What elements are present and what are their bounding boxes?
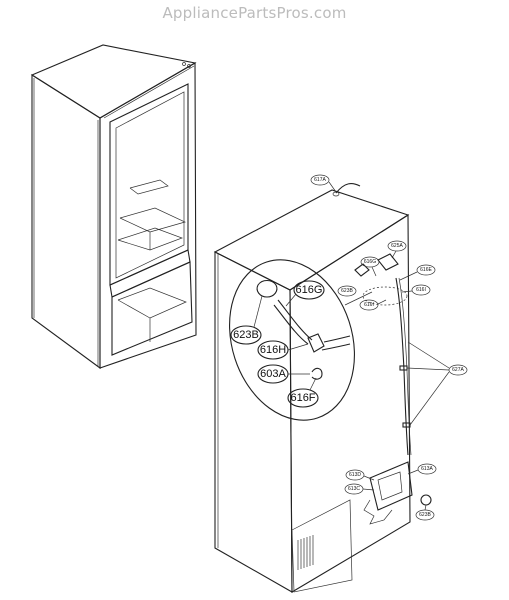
callout-613A-label: 613A — [421, 466, 433, 472]
callout-627A: 627A — [406, 341, 468, 426]
callout-616E: 616E — [399, 264, 436, 281]
fridge-shelf-lower — [119, 207, 186, 233]
callout-616G-top: 616G — [360, 256, 380, 277]
callout-613A: 613A — [407, 463, 437, 475]
callout-623B-label: 623B — [233, 329, 259, 341]
callout-616G-label: 616G — [296, 284, 323, 296]
callout-616H: 616H — [257, 340, 309, 360]
valve-bracket-lower — [363, 499, 393, 525]
vent-grille — [297, 535, 314, 570]
power-cord — [335, 183, 361, 194]
inlet-fitting — [354, 263, 370, 277]
tube-clip — [311, 367, 323, 380]
callout-617A: 617A — [310, 174, 337, 193]
callout-616I-top: 616I — [401, 284, 431, 296]
valve-grommet — [256, 279, 278, 298]
fridge-shelf — [129, 179, 169, 195]
callout-616G: 616G — [285, 280, 325, 307]
tube-coupling — [307, 333, 325, 353]
callout-623B-low: 623B — [415, 504, 435, 521]
refrigerator-front-view — [30, 44, 197, 370]
callout-613D-label: 613D — [349, 472, 361, 478]
callout-627A-label: 627A — [452, 367, 464, 373]
callout-623B-top: 623B — [337, 285, 357, 297]
callout-616E-label: 616E — [420, 267, 432, 273]
callout-603A: 603A — [257, 364, 310, 384]
compartment-divider — [109, 249, 191, 298]
detail-ellipse — [229, 259, 355, 421]
freezer-basket — [117, 287, 187, 319]
callout-625A: 625A — [387, 240, 407, 259]
cabinet-back-face — [289, 214, 411, 593]
callout-616G-top-label: 616G — [364, 259, 376, 265]
machine-compartment-cover — [291, 499, 353, 593]
callout-623B-top-label: 623B — [341, 288, 353, 294]
callout-617A-label: 617A — [314, 177, 326, 183]
valve-bracket — [377, 253, 399, 271]
outlet-tube — [323, 335, 351, 343]
cabinet-top-face — [213, 189, 410, 291]
callout-625A-label: 625A — [391, 243, 403, 249]
callout-623B-low-label: 623B — [419, 512, 431, 518]
watermark-text: AppliancePartsPros.com — [162, 4, 347, 22]
detail-area-marker — [362, 286, 408, 306]
callout-616F: 616F — [287, 377, 319, 408]
callout-616I-mid: 616I — [359, 299, 387, 311]
fridge-top-face — [30, 44, 197, 119]
water-valve-assembly — [369, 461, 413, 511]
refrigerator-rear-view — [213, 183, 432, 593]
detail-bubble — [229, 259, 373, 421]
callout-613C-label: 613C — [348, 486, 360, 492]
fridge-front-frame — [99, 62, 197, 369]
callout-616F-label: 616F — [290, 392, 315, 404]
crisper-cover — [117, 227, 184, 251]
callout-616I-mid-label: 616I — [364, 302, 374, 308]
tube-nut — [420, 494, 432, 506]
fridge-left-side — [31, 74, 101, 370]
detail-leader — [344, 291, 373, 306]
inlet-tube — [277, 299, 313, 341]
freezer-compartment — [111, 261, 193, 356]
callout-623B: 623B — [230, 295, 263, 345]
callout-616I-top-label: 616I — [416, 287, 426, 293]
callout-616H-label: 616H — [260, 344, 286, 356]
callout-613D: 613D — [345, 469, 375, 481]
callout-613C: 613C — [344, 483, 375, 495]
callout-603A-label: 603A — [260, 368, 286, 380]
